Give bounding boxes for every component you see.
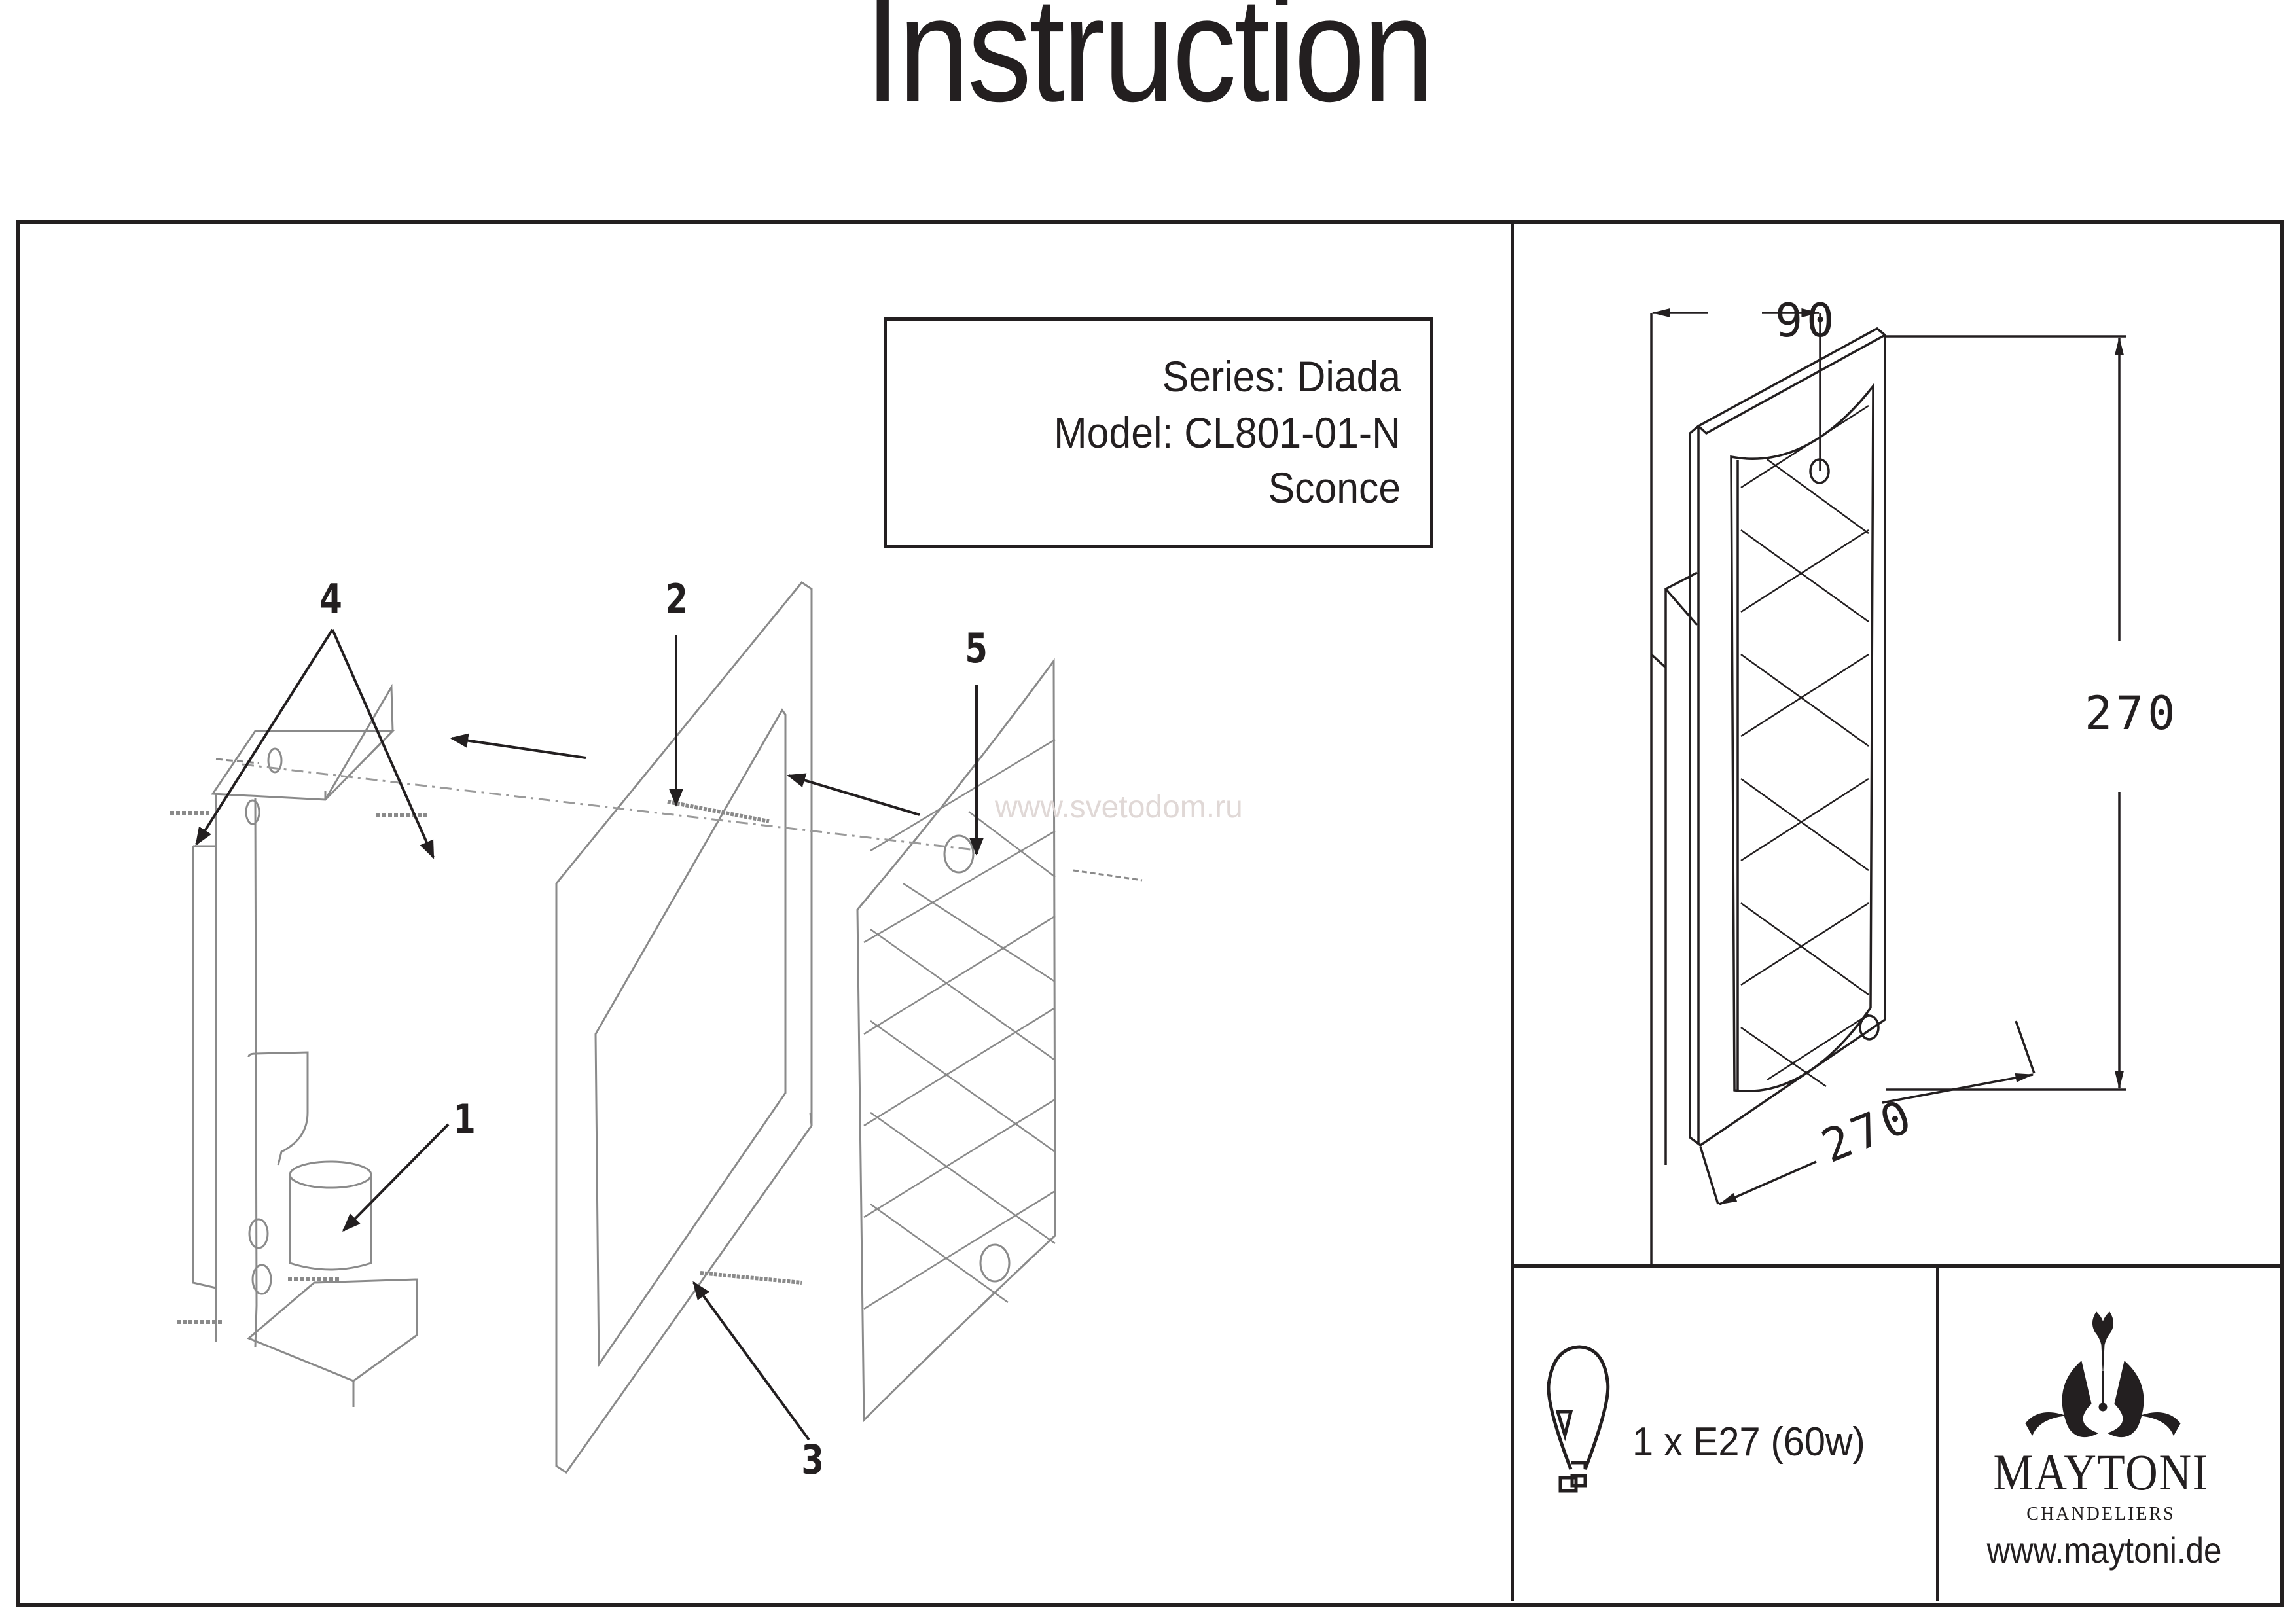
callout-4-leader-right [331, 629, 435, 859]
exploded-assembly-diagram [170, 580, 1143, 1474]
model-label: Model: CL801-01-N [1054, 408, 1401, 457]
series-label: Series: Diada [1162, 352, 1401, 401]
direction-arrow-1 [450, 733, 586, 759]
callout-leaders [195, 628, 984, 1441]
main-vertical-divider [1511, 220, 1514, 1601]
drawing-frame [16, 220, 2284, 1607]
callout-1: 1 [453, 1096, 476, 1143]
callout-3-leader [692, 1281, 810, 1441]
bracket-bottom-flange [247, 1278, 418, 1382]
frame-screw-top [667, 800, 770, 823]
dimension-drawing [1650, 308, 2126, 1266]
dimension-depth-label: 90 [1775, 294, 1839, 348]
lamp-spec-text: 1 x E27 (60w) [1632, 1419, 1865, 1465]
brand-subtitle: CHANDELIERS [2026, 1504, 2176, 1524]
product-info-box: Series: Diada Model: CL801-01-N Sconce [884, 317, 1433, 548]
callout-2: 2 [665, 575, 688, 623]
frame-plate-drawing [555, 580, 813, 1474]
faceplate-outline [1689, 327, 1886, 1147]
callout-5: 5 [965, 624, 988, 672]
callout-4: 4 [319, 575, 342, 623]
callout-1-leader [342, 1123, 450, 1232]
callout-3: 3 [801, 1436, 824, 1484]
footer-vertical-divider [1936, 1266, 1939, 1601]
shade-grid-pattern [863, 738, 1056, 1310]
direction-arrow-2 [787, 773, 920, 816]
direction-arrows [450, 733, 920, 816]
brand-name: MAYTONI [1993, 1444, 2209, 1501]
frame-screw-bottom [700, 1271, 802, 1285]
glass-grid-pattern [1740, 404, 1869, 1088]
wall-bracket-drawing [170, 683, 429, 1407]
type-label: Sconce [1268, 463, 1401, 512]
glass-shade-drawing [856, 658, 1143, 1423]
dimension-height-label: 270 [2085, 687, 2179, 740]
callout-4-leader-left [195, 628, 334, 846]
right-horizontal-divider [1512, 1264, 2280, 1268]
glass-panel-outline [1730, 382, 1874, 1092]
watermark-text: www.svetodom.ru [995, 790, 1243, 825]
brand-website-link[interactable]: www.maytoni.de [1986, 1529, 2222, 1571]
document-title: Instruction [865, 0, 1434, 133]
